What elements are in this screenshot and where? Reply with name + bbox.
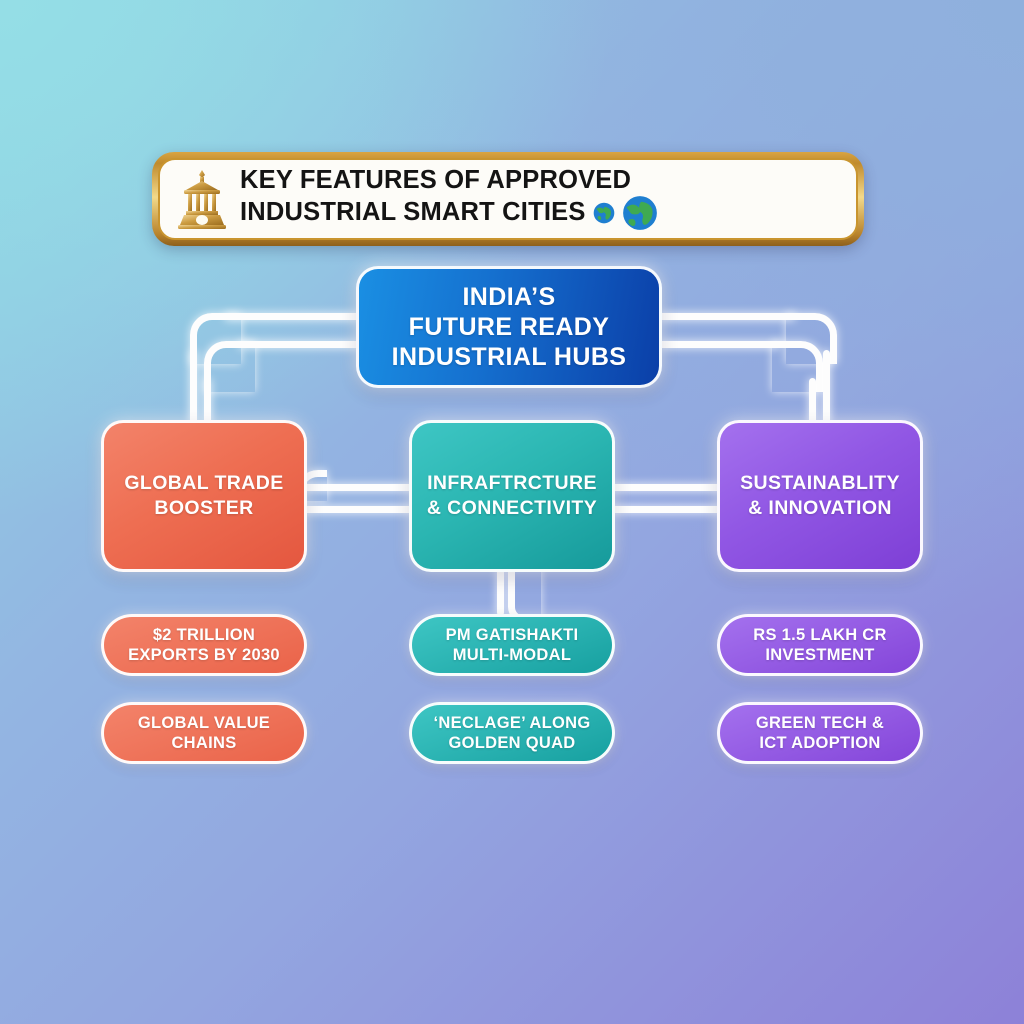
detail-pill[interactable]: GLOBAL VALUE CHAINS bbox=[101, 702, 307, 764]
hub-card[interactable]: INDIA’S FUTURE READY INDUSTRIAL HUBS bbox=[356, 266, 662, 388]
detail-line-1: PM GATISHAKTI bbox=[445, 625, 579, 644]
detail-pill-text: ‘NECLAGE’ ALONG GOLDEN QUAD bbox=[434, 713, 591, 753]
connector-hub-left-h2 bbox=[238, 341, 362, 348]
branch-card-global-trade-booster[interactable]: GLOBAL TRADE BOOSTER bbox=[101, 420, 307, 572]
hub-line-1: INDIA’S bbox=[462, 283, 556, 311]
connector-infra-down-1 bbox=[497, 566, 504, 616]
detail-line-2: CHAINS bbox=[171, 734, 237, 752]
branch-title-line-1: SUSTAINABLITY bbox=[740, 472, 900, 495]
detail-line-2: INVESTMENT bbox=[765, 646, 875, 664]
connector-elbow-left-inner bbox=[204, 341, 255, 392]
connector-trade-infra-2 bbox=[300, 506, 416, 513]
detail-line-2: ICT ADOPTION bbox=[759, 734, 881, 752]
hub-line-2: FUTURE READY bbox=[408, 313, 610, 341]
connector-right-v2 bbox=[809, 378, 816, 426]
detail-pill-text: PM GATISHAKTI MULTI-MODAL bbox=[446, 625, 579, 665]
connector-right-v1 bbox=[823, 350, 830, 426]
detail-line-2: GOLDEN QUAD bbox=[448, 734, 576, 752]
detail-line-1: GLOBAL VALUE bbox=[137, 713, 271, 732]
detail-pill-text: GLOBAL VALUE CHAINS bbox=[138, 713, 270, 753]
detail-line-1: RS 1.5 LAKH CR bbox=[753, 625, 887, 644]
globe-icon bbox=[593, 202, 614, 223]
detail-line-1: $2 TRILLION bbox=[152, 625, 256, 644]
branch-title-line-2: BOOSTER bbox=[154, 497, 254, 519]
hub-card-text: INDIA’S FUTURE READY INDUSTRIAL HUBS bbox=[392, 282, 627, 372]
detail-line-2: MULTI-MODAL bbox=[452, 646, 572, 664]
branch-card-text: GLOBAL TRADE BOOSTER bbox=[124, 471, 283, 520]
title-line-1: KEY FEATURES OF APPROVED bbox=[240, 166, 632, 195]
connector-left-v2 bbox=[204, 378, 211, 426]
title-banner-inner: KEY FEATURES OF APPROVED INDUSTRIAL SMAR… bbox=[158, 158, 858, 240]
branch-title-line-1: GLOBAL TRADE bbox=[124, 472, 284, 495]
hub-line-3: INDUSTRIAL HUBS bbox=[391, 343, 627, 371]
title-line-2: INDUSTRIAL SMART CITIES bbox=[240, 198, 586, 226]
connector-hub-left-h1 bbox=[224, 313, 362, 320]
connector-elbow-right-inner bbox=[772, 341, 823, 392]
connector-hub-right-h1 bbox=[658, 313, 796, 320]
branch-card-infrastructure-connectivity[interactable]: INFRAFTRCTURE & CONNECTIVITY bbox=[409, 420, 615, 572]
detail-pill[interactable]: RS 1.5 LAKH CR INVESTMENT bbox=[717, 614, 923, 676]
connector-left-v1 bbox=[190, 350, 197, 426]
detail-line-2: EXPORTS BY 2030 bbox=[128, 646, 280, 664]
title-line-2-row: INDUSTRIAL SMART CITIES bbox=[240, 195, 840, 231]
detail-line-1: GREEN TECH & bbox=[755, 713, 885, 732]
globe-icon bbox=[622, 195, 657, 230]
branch-title-line-1: INFRAFTRCTURE bbox=[427, 472, 597, 495]
connector-infra-sust-1 bbox=[608, 484, 724, 491]
detail-pill-text: GREEN TECH & ICT ADOPTION bbox=[756, 713, 884, 753]
connector-trade-infra-1 bbox=[300, 484, 416, 491]
detail-line-1: ‘NECLAGE’ ALONG bbox=[433, 713, 591, 732]
branch-card-text: SUSTAINABLITY & INNOVATION bbox=[740, 471, 900, 520]
connector-infra-sust-2 bbox=[608, 506, 724, 513]
branch-card-sustainability-innovation[interactable]: SUSTAINABLITY & INNOVATION bbox=[717, 420, 923, 572]
detail-pill[interactable]: GREEN TECH & ICT ADOPTION bbox=[717, 702, 923, 764]
connector-elbow-right-outer bbox=[786, 313, 837, 364]
detail-pill[interactable]: PM GATISHAKTI MULTI-MODAL bbox=[409, 614, 615, 676]
monument-icon bbox=[178, 170, 226, 229]
branch-title-line-2: & CONNECTIVITY bbox=[426, 497, 598, 519]
detail-pill-text: $2 TRILLION EXPORTS BY 2030 bbox=[128, 625, 280, 665]
branch-card-text: INFRAFTRCTURE & CONNECTIVITY bbox=[427, 471, 597, 520]
title-text: KEY FEATURES OF APPROVED INDUSTRIAL SMAR… bbox=[240, 167, 840, 230]
connector-hub-right-h2 bbox=[658, 341, 782, 348]
branch-title-line-2: & INNOVATION bbox=[748, 497, 892, 519]
connector-elbow-left-outer bbox=[190, 313, 241, 364]
detail-pill[interactable]: $2 TRILLION EXPORTS BY 2030 bbox=[101, 614, 307, 676]
detail-pill-text: RS 1.5 LAKH CR INVESTMENT bbox=[753, 625, 886, 665]
detail-pill[interactable]: ‘NECLAGE’ ALONG GOLDEN QUAD bbox=[409, 702, 615, 764]
title-banner: KEY FEATURES OF APPROVED INDUSTRIAL SMAR… bbox=[152, 152, 864, 246]
